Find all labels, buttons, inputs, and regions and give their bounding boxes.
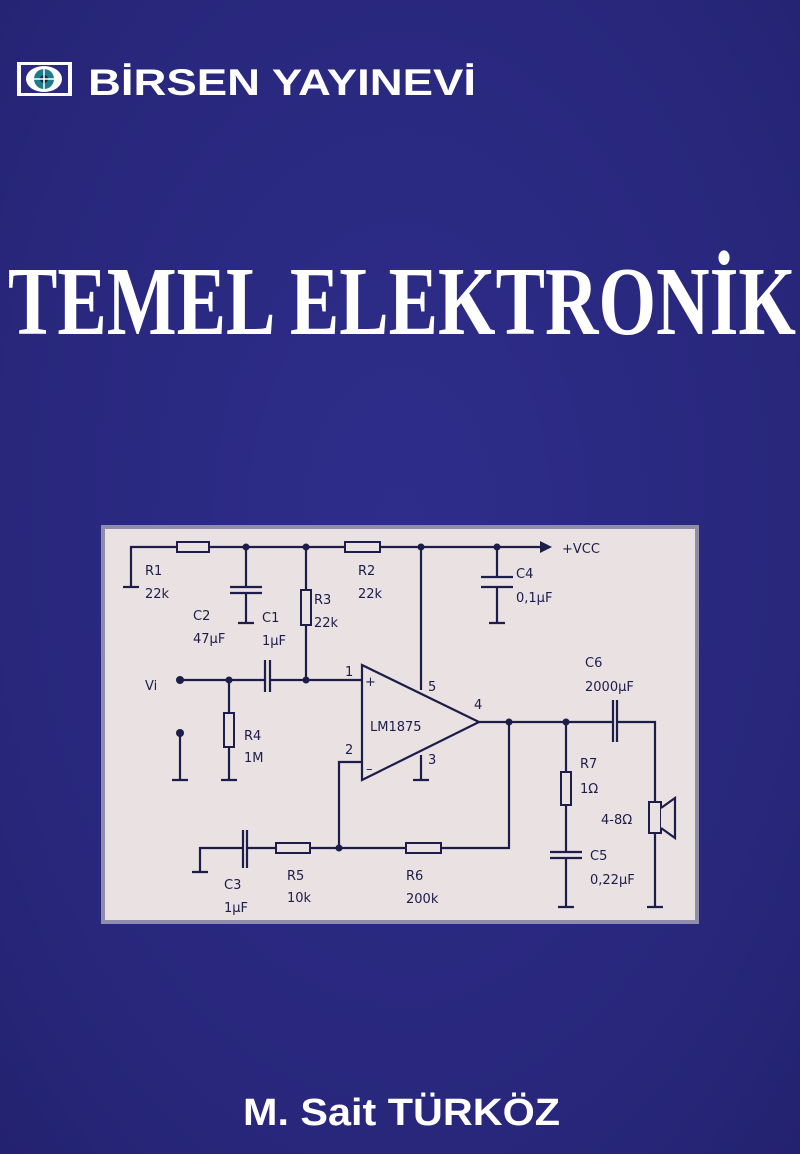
c3-ref: C3 <box>224 878 241 893</box>
circuit-diagram: + – LM1875 +VCC Vi 1 2 3 4 5 <box>101 525 699 924</box>
minus-sign: – <box>366 762 373 777</box>
speaker-icon <box>648 795 677 841</box>
r2-ref: R2 <box>358 564 375 579</box>
supply-label: +VCC <box>562 542 600 557</box>
pin-3: 3 <box>428 753 436 768</box>
r6-ref: R6 <box>406 869 423 884</box>
r6-value: 200k <box>406 892 439 907</box>
pin-4: 4 <box>474 698 482 713</box>
r3-ref: R3 <box>314 593 331 608</box>
r2-value: 22k <box>358 587 383 602</box>
input-label: Vi <box>145 679 157 694</box>
pin-2: 2 <box>345 743 353 758</box>
pin-5: 5 <box>428 680 436 695</box>
c6-value: 2000µF <box>585 680 634 695</box>
r7-value: 1Ω <box>580 782 598 797</box>
c2-value: 47µF <box>193 632 225 647</box>
r5-value: 10k <box>287 891 312 906</box>
r7-ref: R7 <box>580 757 597 772</box>
speaker-label: 4-8Ω <box>601 813 632 828</box>
author-name: M. Sait TÜRKÖZ <box>243 1091 560 1134</box>
c5-value: 0,22µF <box>590 873 635 888</box>
c5-ref: C5 <box>590 849 607 864</box>
r4-ref: R4 <box>244 729 261 744</box>
plus-sign: + <box>365 675 376 690</box>
c1-ref: C1 <box>262 611 279 626</box>
ic-label: LM1875 <box>370 720 422 735</box>
c4-ref: C4 <box>516 567 533 582</box>
c2-ref: C2 <box>193 609 210 624</box>
c3-value: 1µF <box>224 901 248 916</box>
c1-value: 1µF <box>262 634 286 649</box>
r5-ref: R5 <box>287 869 304 884</box>
r4-value: 1M <box>244 751 264 766</box>
c6-ref: C6 <box>585 656 602 671</box>
r1-ref: R1 <box>145 564 162 579</box>
book-title: TEMEL ELEKTRONİK <box>8 248 796 356</box>
c4-value: 0,1µF <box>516 591 552 606</box>
arrow-icon <box>540 541 552 553</box>
r1-value: 22k <box>145 587 170 602</box>
r3-value: 22k <box>314 616 339 631</box>
publisher-logo-icon <box>17 62 72 96</box>
pin-1: 1 <box>345 665 353 680</box>
publisher-name: BİRSEN YAYINEVİ <box>88 62 476 103</box>
